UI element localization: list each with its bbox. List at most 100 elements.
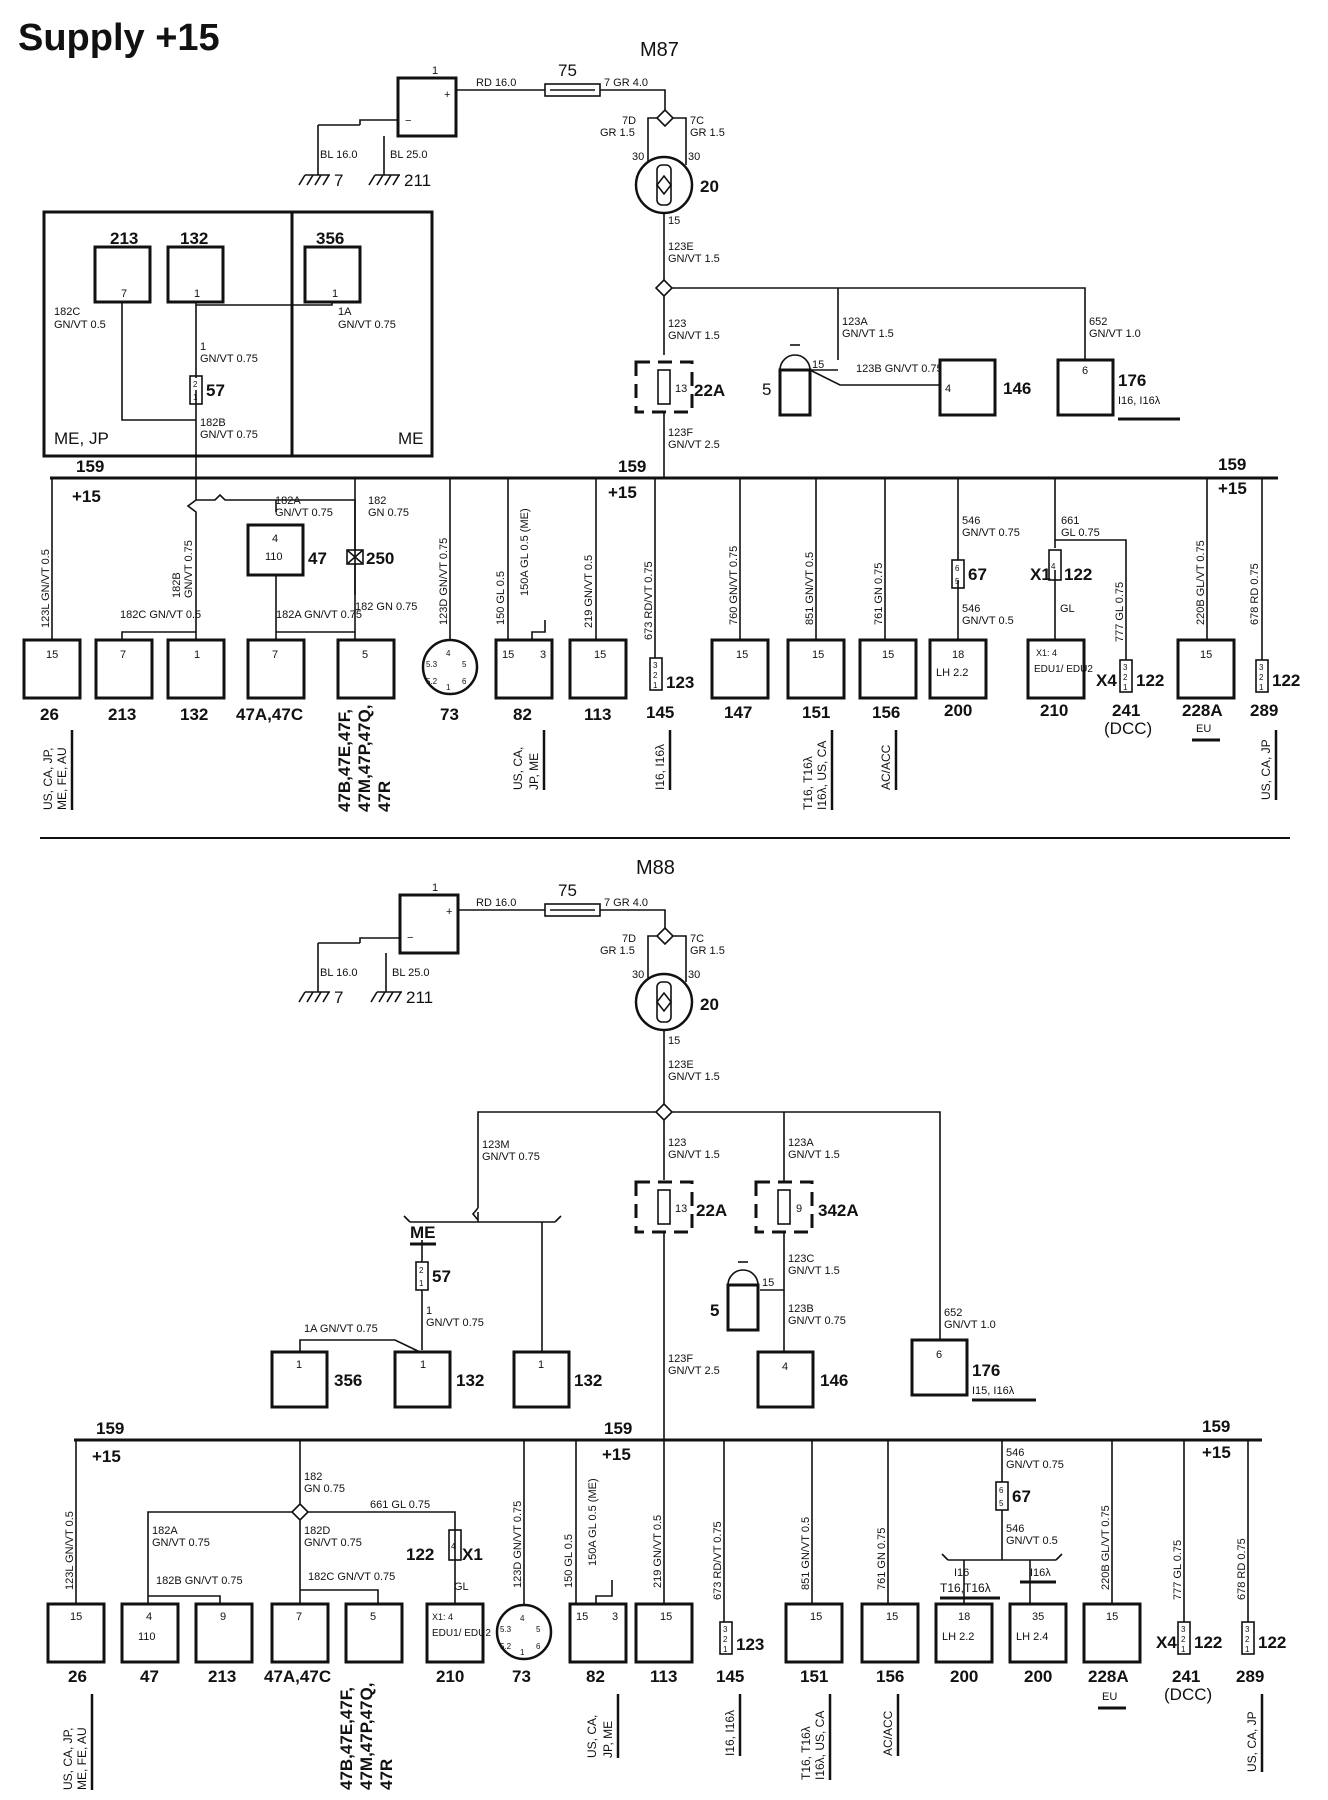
svg-text:219 GN/VT 0.5: 219 GN/VT 0.5 [583, 555, 595, 628]
svg-text:US, CA, JP,: US, CA, JP, [41, 748, 55, 810]
svg-text:760 GN/VT 0.75: 760 GN/VT 0.75 [728, 546, 740, 625]
svg-text:GN/VT 1.5: GN/VT 1.5 [788, 1265, 840, 1277]
svg-text:X4: X4 [1096, 671, 1117, 690]
svg-text:4: 4 [146, 1611, 152, 1623]
svg-text:X1: 4: X1: 4 [1036, 648, 1057, 658]
ground-icon [298, 174, 330, 186]
svg-text:1: 1 [432, 882, 438, 894]
svg-text:6: 6 [462, 677, 467, 686]
svg-text:ME, JP: ME, JP [54, 429, 109, 448]
svg-text:3: 3 [1181, 1625, 1186, 1634]
svg-text:GL: GL [454, 1581, 469, 1593]
svg-text:777 GL 0.75: 777 GL 0.75 [1114, 582, 1126, 642]
svg-text:1: 1 [1123, 683, 1128, 692]
svg-text:I16, I16λ: I16, I16λ [1118, 395, 1161, 407]
svg-text:7D: 7D [622, 933, 636, 945]
svg-text:EDU1/ EDU2: EDU1/ EDU2 [1034, 664, 1093, 675]
svg-text:US, CA, JP,: US, CA, JP, [61, 1728, 75, 1790]
svg-text:EU: EU [1102, 1691, 1117, 1703]
svg-text:47B,47E,47F,: 47B,47E,47F, [335, 709, 354, 812]
svg-text:3: 3 [540, 649, 546, 661]
svg-text:777 GL 0.75: 777 GL 0.75 [1172, 1540, 1184, 1600]
fuse-icon [544, 83, 601, 97]
svg-text:67: 67 [1012, 1487, 1031, 1506]
svg-text:GN/VT 0.75: GN/VT 0.75 [482, 1151, 540, 1163]
svg-text:151: 151 [802, 703, 830, 722]
svg-text:2: 2 [1181, 1635, 1186, 1644]
svg-text:219 GN/VT 0.5: 219 GN/VT 0.5 [652, 1515, 664, 1588]
svg-text:+: + [444, 89, 450, 101]
svg-text:210: 210 [1040, 701, 1068, 720]
svg-text:761 GN 0.75: 761 GN 0.75 [876, 1528, 888, 1590]
fuse-22a-icon [634, 360, 694, 414]
svg-text:1: 1 [193, 393, 198, 402]
svg-text:15: 15 [502, 649, 514, 661]
svg-text:BL 16.0: BL 16.0 [320, 967, 358, 979]
svg-text:673 RD/VT 0.75: 673 RD/VT 0.75 [643, 561, 655, 640]
svg-text:2: 2 [653, 671, 658, 680]
svg-text:+15: +15 [92, 1447, 121, 1466]
svg-text:4: 4 [782, 1361, 788, 1373]
svg-text:15: 15 [812, 649, 824, 661]
svg-text:5: 5 [362, 649, 368, 661]
component-146 [938, 358, 997, 417]
connector-123-icon: 3 2 1 [719, 1621, 733, 1655]
svg-text:GN 0.75: GN 0.75 [304, 1483, 345, 1495]
svg-text:GR 1.5: GR 1.5 [690, 127, 725, 139]
svg-text:LH 2.2: LH 2.2 [936, 667, 968, 679]
svg-text:213: 213 [108, 705, 136, 724]
fuse-75-label: 75 [558, 61, 577, 80]
svg-text:T16, T16λ: T16, T16λ [801, 756, 815, 810]
svg-text:122: 122 [1136, 671, 1164, 690]
svg-text:213: 213 [110, 229, 138, 248]
svg-text:GN/VT 0.75: GN/VT 0.75 [200, 353, 258, 365]
svg-text:123A: 123A [842, 316, 868, 328]
svg-text:4: 4 [446, 649, 451, 658]
svg-text:5: 5 [955, 577, 960, 586]
svg-text:ME: ME [398, 429, 424, 448]
diagram-m87: M87 1 + − RD 16.0 75 7 GR 4.0 BL 16.0 BL… [22, 39, 1300, 812]
svg-text:151: 151 [800, 1667, 828, 1686]
svg-text:AC/ACC: AC/ACC [881, 1710, 895, 1756]
svg-text:GN/VT 0.75: GN/VT 0.75 [152, 1537, 210, 1549]
svg-text:47B,47E,47F,: 47B,47E,47F, [337, 1687, 356, 1790]
svg-text:GN/VT 0.75: GN/VT 0.75 [200, 429, 258, 441]
svg-text:GN/VT 0.5: GN/VT 0.5 [962, 615, 1014, 627]
svg-text:I16λ, US, CA: I16λ, US, CA [815, 741, 829, 810]
fuse-22a-label: 22A [694, 381, 725, 400]
svg-text:122: 122 [406, 1545, 434, 1564]
svg-text:7: 7 [120, 649, 126, 661]
connector-67-icon [951, 559, 965, 589]
svg-text:GN/VT 1.5: GN/VT 1.5 [668, 330, 720, 342]
svg-text:159: 159 [1202, 1417, 1230, 1436]
svg-text:761 GN 0.75: 761 GN 0.75 [873, 563, 885, 625]
svg-text:57: 57 [206, 381, 225, 400]
svg-text:47R: 47R [377, 1759, 396, 1790]
svg-text:4: 4 [520, 1614, 525, 1623]
svg-text:123L GN/VT 0.5: 123L GN/VT 0.5 [40, 549, 52, 628]
svg-text:123M: 123M [482, 1139, 510, 1151]
svg-text:132: 132 [574, 1371, 602, 1390]
svg-text:15: 15 [736, 649, 748, 661]
fuse-342a-icon [754, 1180, 814, 1234]
svg-text:6: 6 [536, 1642, 541, 1651]
svg-text:546: 546 [962, 603, 980, 615]
svg-text:15: 15 [886, 1611, 898, 1623]
svg-text:GN/VT 0.75: GN/VT 0.75 [275, 507, 333, 519]
connector-123-icon: 3 2 1 [649, 657, 663, 691]
svg-text:JP, ME: JP, ME [601, 1721, 615, 1758]
svg-text:GN/VT 0.75: GN/VT 0.75 [338, 319, 396, 331]
svg-text:1: 1 [332, 288, 338, 300]
svg-text:GL 0.75: GL 0.75 [1061, 527, 1100, 539]
svg-text:7: 7 [334, 988, 343, 1007]
svg-text:182: 182 [368, 495, 386, 507]
svg-text:159: 159 [604, 1419, 632, 1438]
svg-text:132: 132 [180, 229, 208, 248]
svg-text:GL: GL [1060, 603, 1075, 615]
svg-text:X1: X1 [462, 1545, 483, 1564]
ignition-switch-icon [634, 155, 694, 215]
svg-text:15: 15 [1106, 1611, 1118, 1623]
diagram-m88: M88 1 + − RD 16.0 75 7 GR 4.0 BL 16.0 BL… [46, 857, 1286, 1790]
svg-text:123A: 123A [788, 1137, 814, 1149]
